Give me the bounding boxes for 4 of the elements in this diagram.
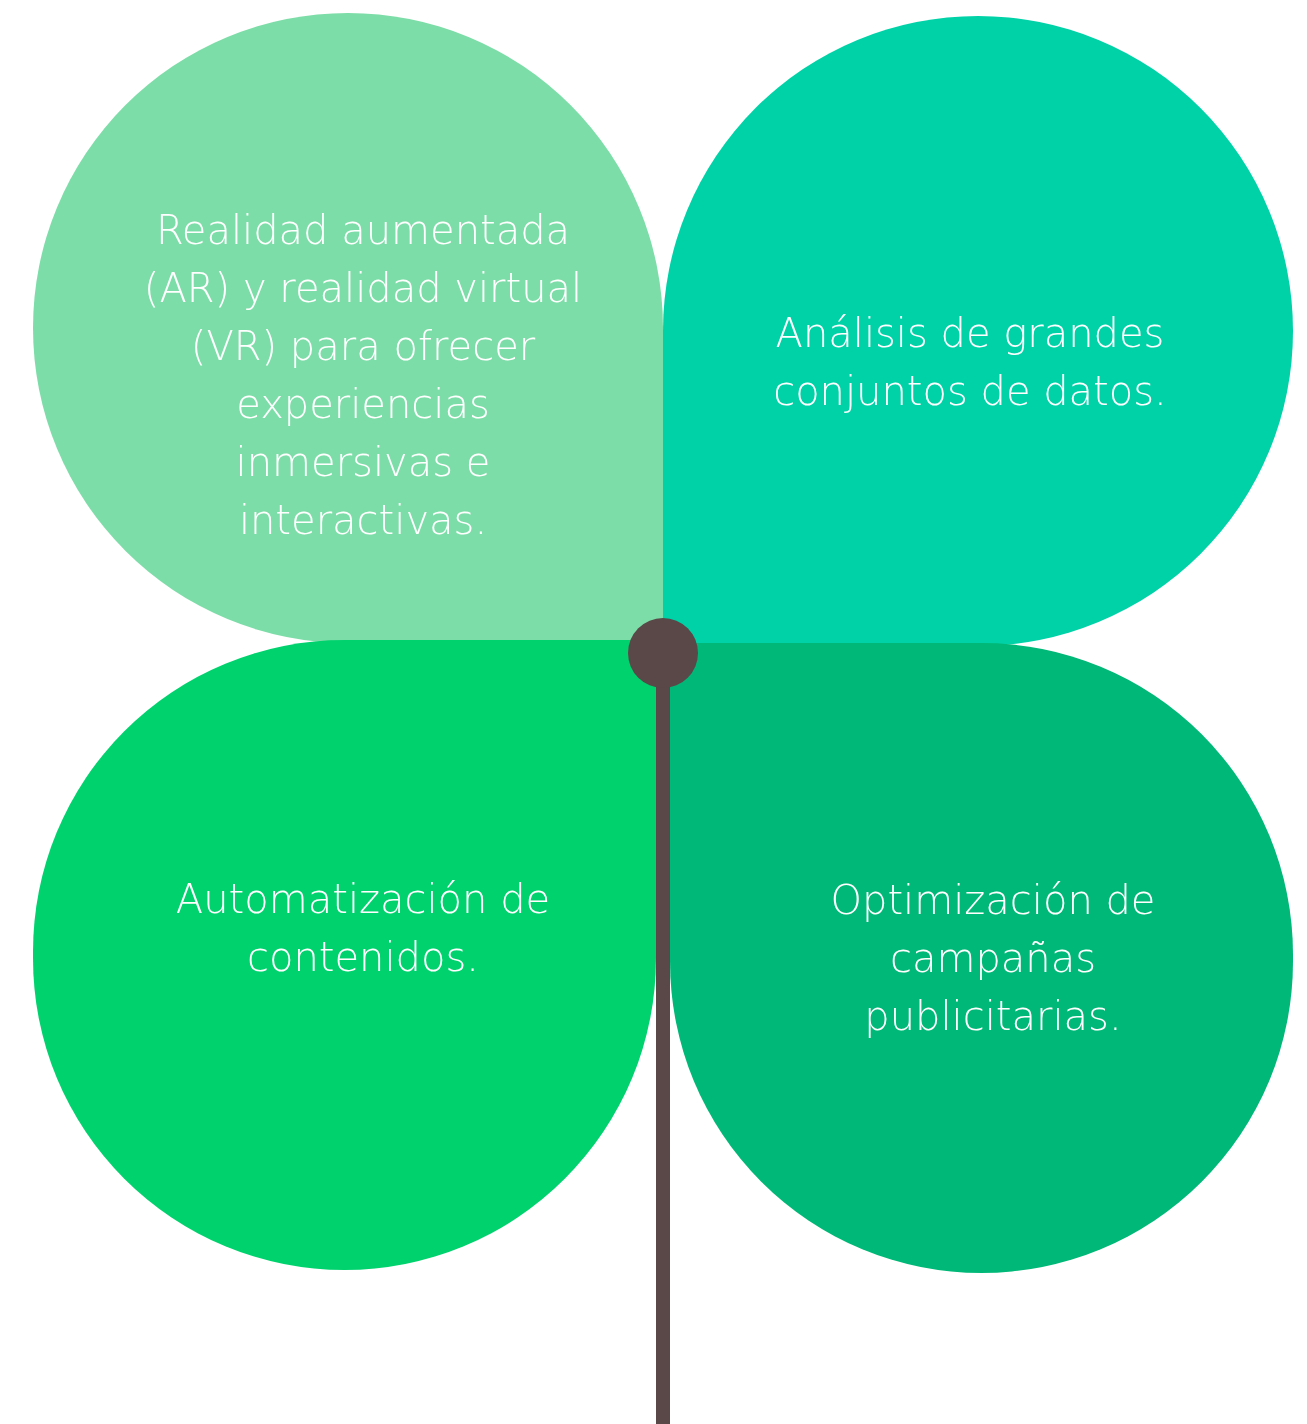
leaf-text: Análisis de grandes conjuntos de datos. (772, 309, 1168, 416)
leaf-text: Automatización de contenidos. (174, 875, 552, 982)
leaf-text: Optimización de campañas publicitarias. (829, 876, 1157, 1041)
leaf-text: Realidad aumentada (AR) y realidad virtual (VR) para ofrecer experiencias inmersivas e interactivas. (142, 206, 584, 545)
